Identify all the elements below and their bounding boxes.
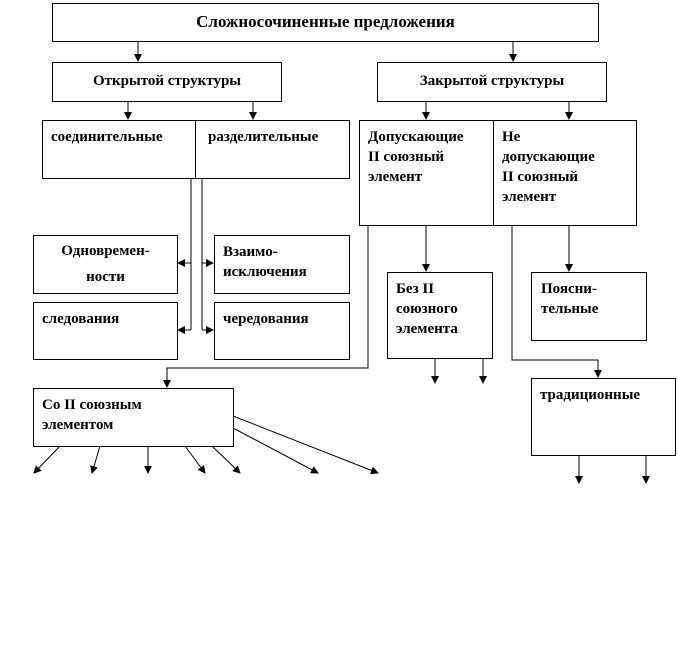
text-line: Со II союзным [42, 397, 142, 413]
text-line: ности [86, 269, 125, 285]
sequence-label: следования [42, 311, 120, 327]
text-line: союзного [396, 301, 458, 317]
text-line: элементом [42, 417, 114, 433]
simultaneity-box: Одновремен-ности [33, 235, 178, 294]
not-allowing-box: Не допускающие II союзный элемент [493, 120, 637, 226]
alternation-box: чередования [214, 302, 350, 360]
arrow [163, 225, 369, 388]
text-line: Взаимо- [223, 244, 278, 260]
traditional-label: традиционные [540, 387, 641, 403]
text-line: Поясни- [541, 281, 597, 297]
disjunctive-label: разделительные [208, 129, 319, 145]
without-second-box: Без II союзного элемента [387, 272, 493, 359]
arrow [33, 445, 61, 474]
text-line: элемента [396, 321, 458, 337]
closed-structure-box: Закрытой структуры [377, 62, 607, 102]
arrow [511, 225, 602, 378]
allowing-box: Допускающие II союзный элемент [359, 120, 494, 226]
arrow [90, 445, 101, 474]
arrow [184, 445, 206, 474]
disjunctive-box: разделительные [195, 120, 350, 179]
text-line: элемент [502, 189, 557, 205]
title-box: Сложносочиненные предложения [52, 3, 599, 42]
title-text: Сложносочиненные предложения [196, 12, 455, 31]
sequence-box: следования [33, 302, 178, 360]
text-line: допускающие [502, 149, 595, 165]
explanatory-box: Поясни-тельные [531, 272, 647, 341]
text-line: тельные [541, 301, 599, 317]
traditional-box: традиционные [531, 378, 676, 456]
text-line: элемент [368, 169, 423, 185]
mutual-exclusion-box: Взаимо-исключения [214, 235, 350, 294]
arrow [211, 445, 241, 474]
arrow [232, 427, 319, 474]
arrow [232, 415, 379, 475]
text-line: Не [502, 129, 521, 145]
text-line: Допускающие [368, 129, 464, 145]
open-label: Открытой структуры [92, 73, 241, 89]
connective-box: соединительные [42, 120, 196, 179]
text-line: Одновремен- [61, 243, 150, 259]
open-structure-box: Открытой структуры [52, 62, 282, 102]
connective-label: соединительные [51, 129, 163, 145]
alternation-label: чередования [223, 311, 309, 327]
text-line: Без II [396, 281, 435, 297]
closed-label: Закрытой структуры [419, 73, 565, 89]
text-line: II союзный [502, 169, 579, 185]
with-second-box: Со II союзным элементом [33, 388, 234, 447]
text-line: исключения [223, 264, 307, 280]
text-line: II союзный [368, 149, 445, 165]
